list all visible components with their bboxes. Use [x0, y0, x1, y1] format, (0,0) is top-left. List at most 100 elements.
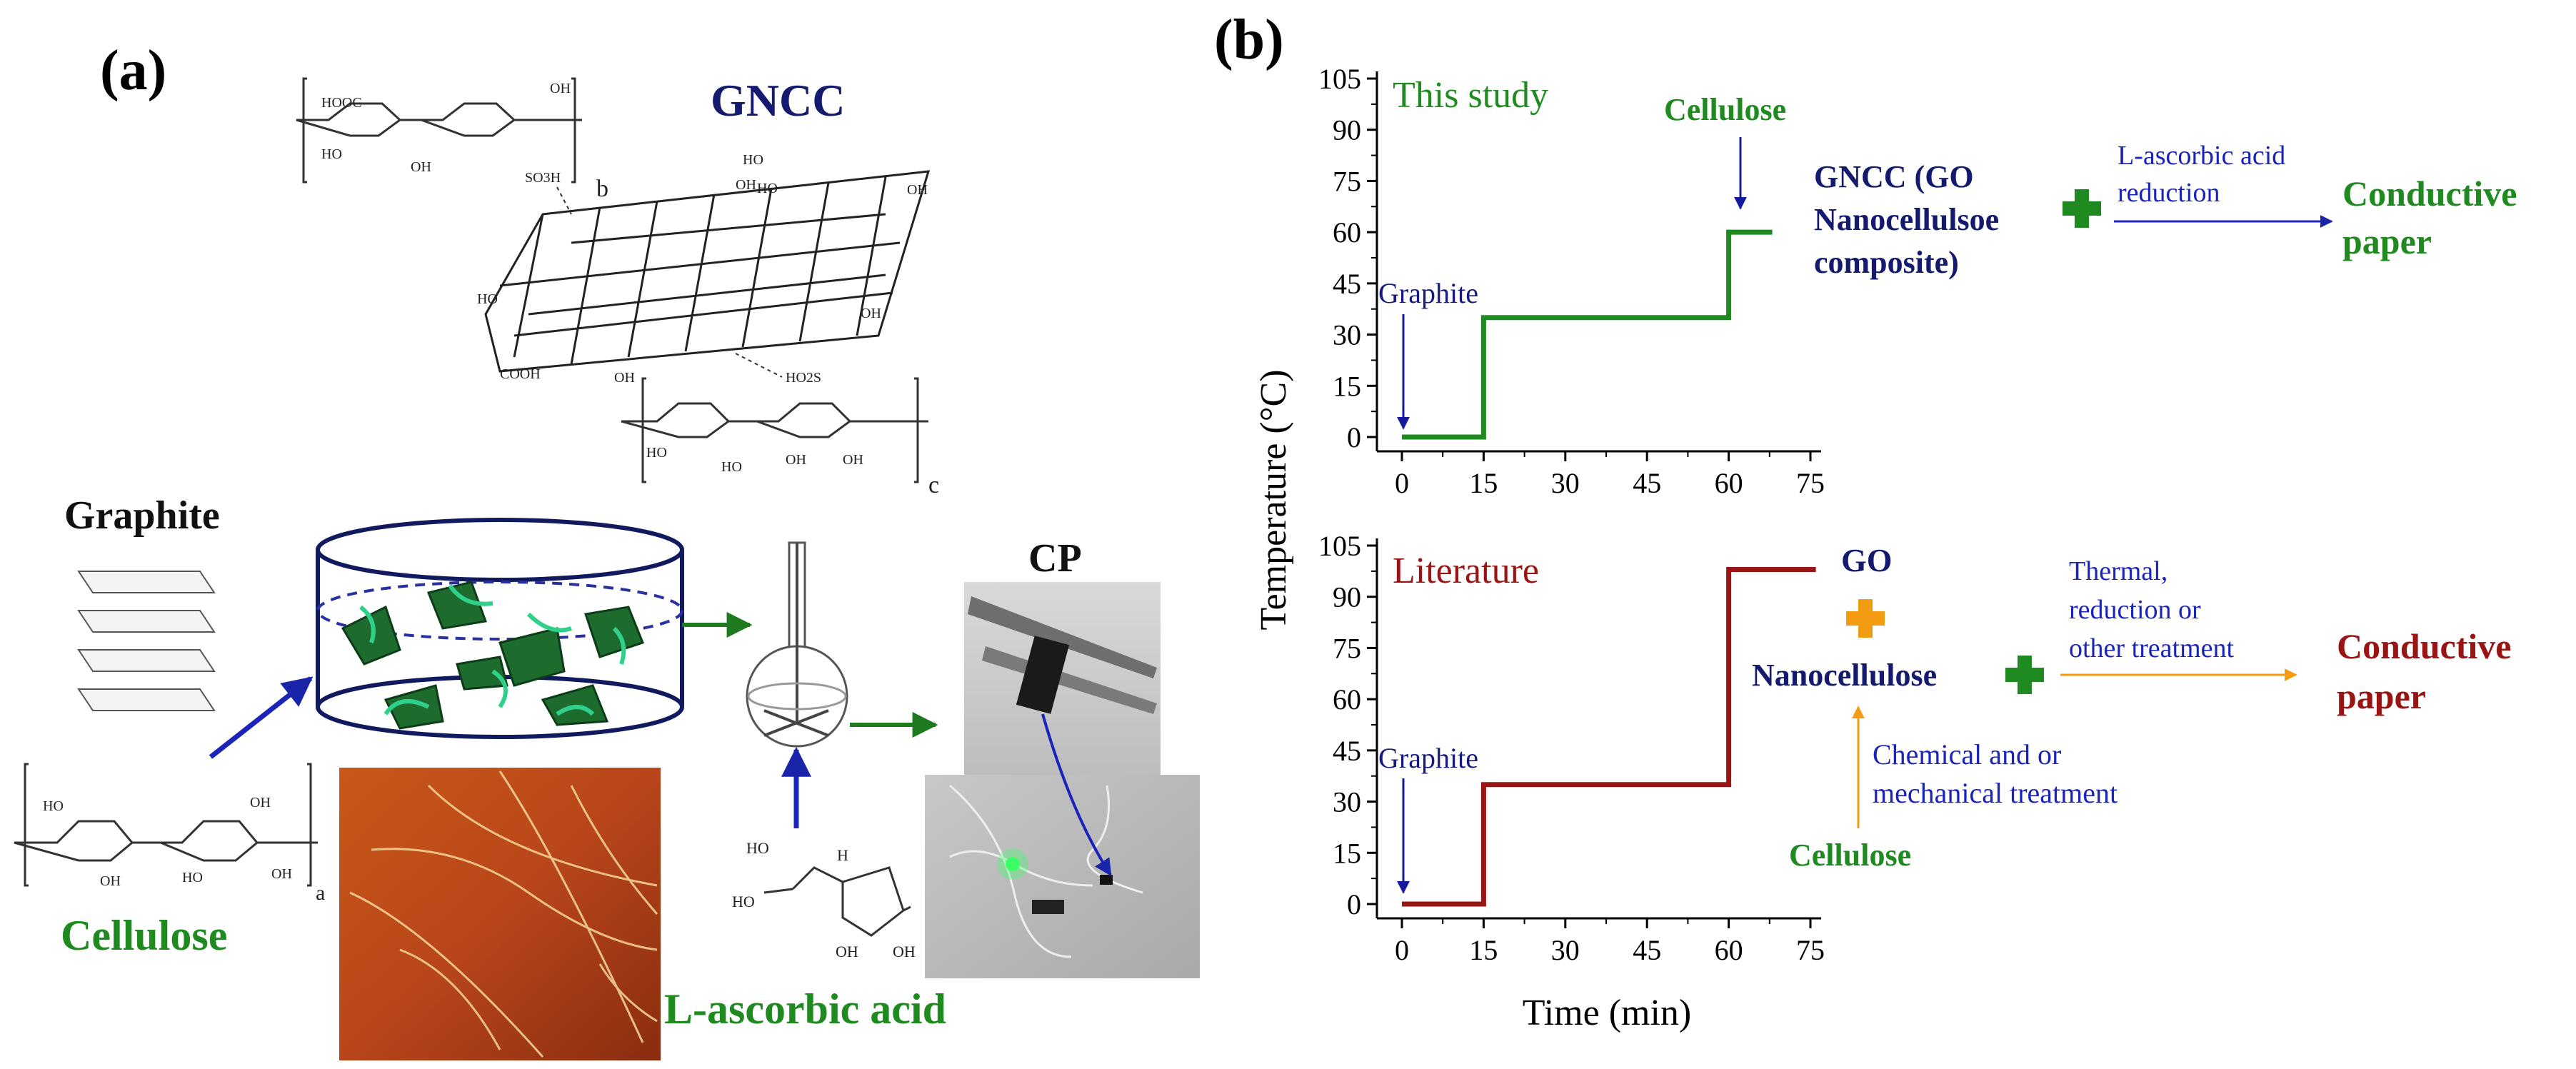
- top-x-tick-label: 75: [1796, 467, 1825, 499]
- chem-ho4: HO: [743, 152, 763, 168]
- gncc-bottom-cellulose-structure: [621, 377, 928, 483]
- bottom-nanocellulose-label: Nanocellulose: [1752, 658, 1937, 693]
- h-bond-top: [556, 186, 572, 215]
- chem-c: c: [928, 472, 939, 498]
- chem-oh7: OH: [786, 452, 806, 468]
- cellulose-structure: [14, 763, 318, 887]
- bottom-x-tick-label: 60: [1715, 934, 1743, 966]
- bottom-result-line2: paper: [2337, 676, 2426, 716]
- bottom-graphite-annotation: Graphite: [1378, 742, 1478, 774]
- bottom-orange-plus-icon: [1846, 599, 1885, 638]
- arrow-cellulose-to-beaker: [209, 676, 314, 759]
- bottom-y-tick-label: 60: [1333, 683, 1361, 716]
- top-x-tick-label: 45: [1633, 467, 1661, 499]
- asc-oh2: OH: [893, 943, 916, 960]
- chem-oh4: OH: [907, 182, 928, 198]
- top-gncc-line3: composite): [1814, 245, 1959, 280]
- chem-cooh: COOH: [500, 366, 541, 382]
- panel-a-letter: (a): [100, 39, 166, 102]
- reaction-beaker: [316, 518, 684, 739]
- cp-photo-led-circuit: [925, 775, 1200, 978]
- top-gncc-line2: Nanocellulsoe: [1814, 202, 1999, 237]
- bottom-y-tick-label: 0: [1347, 888, 1361, 920]
- chem-oh3: OH: [736, 177, 756, 193]
- ascorbic-acid-structure: [763, 866, 911, 937]
- top-temperature-series-line: [1402, 229, 1773, 440]
- chem-so3h: SO3H: [525, 170, 561, 186]
- chem-oh1: OH: [411, 159, 431, 175]
- bottom-y-tick-label: 30: [1333, 786, 1361, 818]
- chem-ho5: HO: [646, 445, 667, 461]
- chem-ho1: HO: [321, 146, 342, 162]
- asc-h1: HO: [746, 839, 769, 857]
- top-y-tick-label: 90: [1333, 114, 1361, 146]
- this-study-label: This study: [1393, 75, 1548, 116]
- bottom-arrow-label-line3: other treatment: [2069, 633, 2235, 663]
- top-gncc-line1: GNCC (GO: [1814, 159, 1974, 194]
- top-arrow-label-line2: reduction: [2118, 178, 2220, 208]
- chem-hooc: HOOC: [321, 95, 362, 111]
- top-y-tick-label: 30: [1333, 319, 1361, 351]
- bottom-temperature-series-line: [1402, 567, 1816, 907]
- asc-ho: HO: [732, 893, 755, 910]
- chem-ho6: HO: [721, 459, 742, 475]
- cell-a: a: [316, 881, 325, 905]
- cell-ho2: HO: [182, 870, 203, 885]
- y-axis-label: Temperature (°C): [1253, 369, 1294, 630]
- cell-oh1: OH: [100, 873, 121, 889]
- bottom-x-tick-label: 0: [1395, 934, 1409, 966]
- top-arrow-label-line1: L-ascorbic acid: [2118, 141, 2285, 171]
- cell-oh3: OH: [271, 866, 292, 882]
- chem-oh6: OH: [614, 370, 635, 386]
- graphite-stack-icon: [77, 571, 216, 711]
- bottom-arrow-label-line1: Thermal,: [2069, 556, 2167, 586]
- top-y-tick-label: 105: [1318, 63, 1361, 95]
- top-graphite-annotation: Graphite: [1378, 277, 1478, 309]
- asc-h: H: [837, 846, 848, 864]
- panel-b-letter: (b): [1214, 9, 1284, 71]
- gncc-label: GNCC: [711, 75, 845, 126]
- bottom-chem-line1: Chemical and or: [1873, 738, 2061, 771]
- top-y-tick-label: 60: [1333, 216, 1361, 249]
- chem-ho3: HO: [477, 291, 498, 307]
- top-plus-icon: [2063, 189, 2101, 228]
- bottom-y-tick-label: 15: [1333, 837, 1361, 869]
- asc-oh1: OH: [836, 943, 858, 960]
- bottom-x-tick-label: 45: [1633, 934, 1661, 966]
- top-y-tick-label: 45: [1333, 268, 1361, 300]
- bottom-y-tick-label: 90: [1333, 581, 1361, 613]
- literature-label: Literature: [1393, 551, 1539, 591]
- h-bond-bottom: [735, 353, 783, 378]
- cp-zoom-arrow: [1041, 713, 1112, 877]
- bottom-chem-line2: mechanical treatment: [1873, 777, 2118, 809]
- graphite-label: Graphite: [64, 493, 220, 538]
- top-y-tick-label: 75: [1333, 165, 1361, 197]
- bottom-x-tick-label: 75: [1796, 934, 1825, 966]
- bottom-x-tick-label: 30: [1551, 934, 1580, 966]
- graphene-oxide-sheet: [484, 170, 931, 373]
- bottom-x-tick-label: 15: [1469, 934, 1498, 966]
- cell-oh2: OH: [250, 795, 271, 810]
- bottom-cellulose-label: Cellulose: [1789, 838, 1911, 873]
- cp-label: CP: [1028, 536, 1082, 581]
- gncc-top-cellulose-structure: [296, 77, 582, 184]
- chem-oh8: OH: [843, 452, 863, 468]
- top-result-line2: paper: [2342, 221, 2432, 261]
- bottom-result-line1: Conductive: [2337, 626, 2511, 666]
- chem-oh2: OH: [550, 81, 571, 96]
- top-x-tick-label: 15: [1469, 467, 1498, 499]
- chem-oh5: OH: [861, 306, 881, 321]
- bottom-y-tick-label: 45: [1333, 735, 1361, 767]
- top-x-tick-label: 30: [1551, 467, 1580, 499]
- cell-ho1: HO: [43, 798, 64, 814]
- top-cellulose-annotation: Cellulose: [1664, 92, 1786, 127]
- chem-ho2s: HO2S: [786, 370, 821, 386]
- afm-image: [339, 768, 661, 1060]
- cellulose-label: Cellulose: [61, 912, 227, 959]
- bottom-green-plus-icon: [2005, 656, 2044, 694]
- top-y-tick-label: 0: [1347, 421, 1361, 453]
- bottom-y-tick-label: 75: [1333, 632, 1361, 664]
- top-y-tick-label: 15: [1333, 370, 1361, 402]
